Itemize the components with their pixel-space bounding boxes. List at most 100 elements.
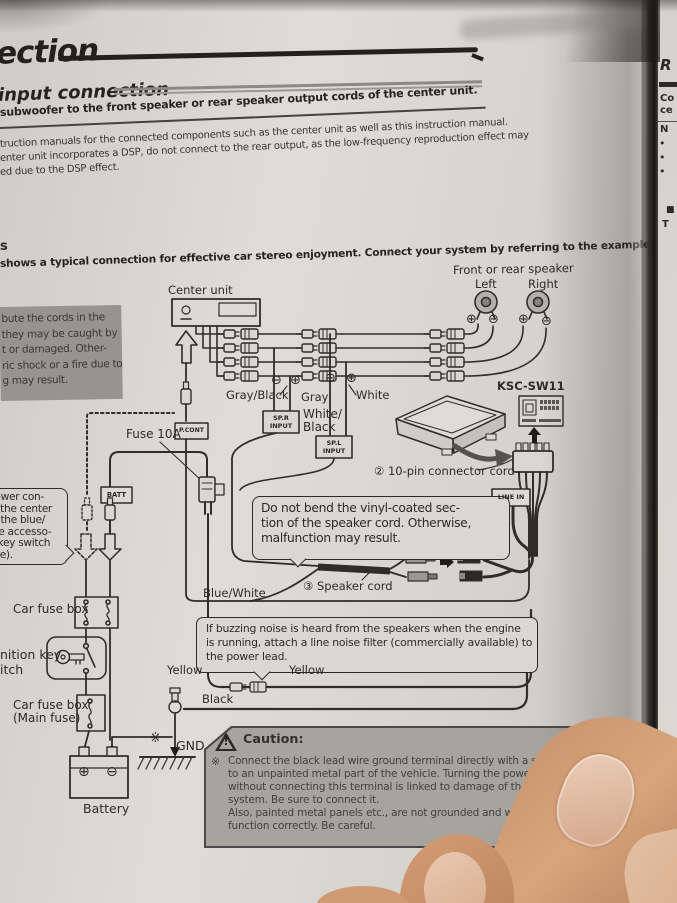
- center-unit-label: Center unit: [168, 283, 233, 297]
- caution-line: function correctly. Be careful.: [228, 820, 376, 832]
- terminal-plus: ⊕: [466, 312, 477, 327]
- center-unit-drawing: [171, 298, 261, 327]
- main-fuse-label-2: (Main fuse): [13, 711, 81, 725]
- buzz-line: If buzzing noise is heard from the speak…: [206, 622, 521, 635]
- next-page-bullet: •: [659, 137, 666, 150]
- next-page-line: ce: [660, 105, 673, 116]
- next-page-thin-rule: [658, 121, 677, 123]
- up-arrow-icon: [528, 427, 541, 444]
- rear-panel-drawing: [518, 395, 564, 427]
- arrow-to-rear-panel: [452, 443, 513, 467]
- buzz-line: the power lead.: [206, 650, 288, 663]
- blue-white-label: Blue/White: [203, 586, 266, 600]
- batt-text: BATT: [106, 491, 127, 499]
- pcont-text: P.CONT: [179, 427, 204, 434]
- line-in-text: LINE IN: [497, 493, 525, 501]
- ground-screw-drawing: [168, 687, 182, 757]
- finger-sliver: [316, 886, 410, 903]
- pcont-box: [174, 422, 209, 440]
- callout-line: power con-: [0, 491, 44, 503]
- battery-plus: ⊕: [78, 764, 90, 780]
- front-rear-speaker-label: Front or rear speaker: [452, 260, 574, 278]
- subwoofer-drawing: [395, 395, 506, 456]
- gray-label: Gray: [301, 390, 329, 404]
- bend-line: tion of the speaker cord. Otherwise,: [261, 516, 472, 530]
- caution-line: Connect the black lead wire ground termi…: [228, 755, 561, 767]
- car-fuse-box-label: Car fuse box: [13, 602, 89, 616]
- top-left-smudge: [0, 0, 110, 34]
- caution-marker: ※: [211, 755, 221, 768]
- gray-black-label: Gray/Black: [226, 388, 289, 402]
- terminal-plus: ⊕: [518, 312, 529, 327]
- caution-line: without connecting this terminal is link…: [228, 781, 563, 793]
- buzzing-note-box: If buzzing noise is heard from the speak…: [196, 617, 538, 673]
- top-right-wedge: [510, 0, 660, 62]
- white-black-label-2: Black: [303, 420, 336, 434]
- warning-triangle-inner: [219, 737, 233, 749]
- caution-line: to an unpainted metal part of the vehicl…: [228, 768, 554, 780]
- speaker-left-label: Left: [475, 277, 497, 291]
- main-fuse-box-drawing: [76, 694, 106, 732]
- callout-line: the accesso-: [0, 525, 52, 538]
- next-page-bullet: •: [659, 151, 666, 164]
- power-callout-box: power con- in the center ct the blue/ th…: [0, 488, 68, 565]
- next-page-t: T: [662, 219, 669, 230]
- page-gap-shadow: [641, 0, 658, 903]
- ground-hatch: [137, 756, 196, 770]
- callout-line: ct the blue/: [0, 514, 45, 527]
- white-up-arrow: [175, 330, 198, 364]
- battery-minus: ⊖: [106, 764, 118, 780]
- ignition-label-2: itch: [0, 662, 24, 677]
- fuse-label: Fuse 10A: [126, 427, 181, 441]
- main-fuse-label-1: Car fuse box: [13, 698, 89, 712]
- callout-line: line).: [0, 548, 13, 561]
- spl-input-text-1: SP.L: [326, 439, 342, 447]
- car-fuse-box-drawing: [74, 596, 119, 629]
- next-page-bullet: •: [659, 165, 666, 178]
- wire-minus: ⊖: [325, 371, 336, 386]
- bend-line: Do not bend the vinyl-coated sec-: [261, 501, 460, 515]
- next-page-rule: [659, 82, 677, 87]
- down-arrow-solid: [98, 533, 122, 561]
- wire-plus: ⊕: [290, 373, 301, 388]
- speaker-right-drawing: [526, 290, 550, 320]
- bend-line: malfunction may result.: [261, 531, 401, 545]
- spr-input-text-1: SP.R: [273, 414, 289, 422]
- warning-bang: !: [223, 735, 229, 748]
- next-page-heading: R: [660, 56, 672, 74]
- terminal-minus: ⊖: [541, 314, 552, 329]
- speaker-left-drawing: [474, 290, 498, 320]
- top-shadow: [0, 0, 677, 12]
- next-page-square: ■: [666, 205, 675, 215]
- ignition-switch-drawing: [46, 636, 107, 695]
- buzz-line: is running, attach a line noise filter (…: [206, 636, 533, 649]
- caution-line: Also, painted metal panels etc., are not…: [228, 807, 541, 819]
- callout-line: n key switch: [0, 537, 51, 550]
- ten-pin-label: ② 10-pin connector cord: [374, 464, 515, 478]
- next-page-strip: R Co ce N • • • ■ T: [658, 0, 677, 903]
- finger-left-nail: [424, 852, 486, 903]
- battery-label: Battery: [83, 801, 130, 816]
- battery-drawing: [69, 746, 129, 799]
- ignition-label-1: nition key: [0, 647, 62, 662]
- example-fragment: s: [0, 239, 8, 254]
- fuse-holder-drawing: [198, 476, 225, 688]
- model-label: KSC-SW11: [497, 379, 565, 393]
- black-label: Black: [202, 692, 234, 706]
- down-arrow-dashed: [74, 533, 98, 561]
- terminal-minus: ⊖: [488, 312, 499, 327]
- gnd-label: GND: [176, 738, 205, 753]
- caution-title: Caution:: [243, 732, 304, 747]
- page-edge-highlight: [628, 0, 642, 903]
- next-page-line: N: [660, 124, 669, 135]
- spr-input-text-2: INPUT: [269, 422, 293, 430]
- wire-minus: ⊖: [271, 373, 282, 388]
- yellow-right-label: Yellow: [289, 663, 325, 677]
- yellow-left-label: Yellow: [167, 663, 203, 677]
- white-black-label-1: White/: [303, 407, 342, 421]
- speaker-cord-label: ③ Speaker cord: [303, 579, 393, 593]
- black-lead: [182, 646, 529, 711]
- bend-note-box: Do not bend the vinyl-coated sec- tion o…: [252, 496, 510, 560]
- callout-line: in the center: [0, 502, 52, 515]
